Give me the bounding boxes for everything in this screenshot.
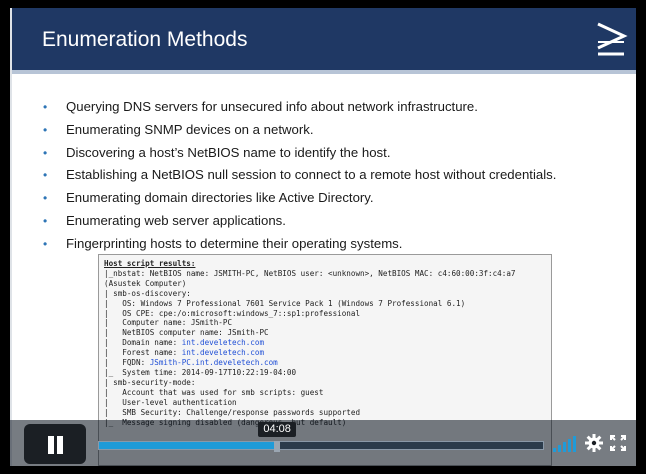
terminal-line: Host script results: [104,259,546,269]
pause-icon [48,436,54,454]
progress-fill [99,442,277,449]
terminal-text: | smb-os-discovery: [104,288,191,298]
fullscreen-icon[interactable] [610,435,626,451]
terminal-text: | OS: Windows 7 Professional 7601 Servic… [104,298,466,308]
terminal-text: | Domain name: [104,338,182,348]
terminal-line: |_ System time: 2014-09-17T10:22:19-04:0… [104,368,546,378]
bullet-dot-icon: • [43,236,48,251]
terminal-link: int.develetech.com [181,348,265,358]
bullet-text: Establishing a NetBIOS null session to c… [66,167,557,183]
bullet-item: • Enumerating domain directories like Act… [42,187,632,210]
logo-icon [597,22,628,56]
bullet-list: • Querying DNS servers for unsecured info… [42,96,632,256]
bullet-text: Fingerprinting hosts to determine their … [66,235,403,251]
bullet-dot-icon: • [43,213,48,228]
player-controls: 04:08 [10,420,636,466]
bullet-dot-icon: • [43,168,48,183]
terminal-text: | SMB Security: Challenge/response passw… [104,407,361,417]
bullet-dot-icon: • [43,122,48,137]
terminal-line: | Computer name: JSmith-PC [104,318,546,328]
terminal-text: | User-level authentication [104,397,237,407]
bullet-text: Querying DNS servers for unsecured info … [66,99,478,114]
terminal-text: |_ System time: 2014-09-17T10:22:19-04:0… [104,367,297,377]
bullet-dot-icon: • [43,191,48,206]
terminal-line: | FQDN: JSmith-PC.int.develetech.com [104,358,546,368]
slide-title: Enumeration Methods [42,28,248,51]
terminal-text: | Forest name: [104,348,182,358]
terminal-text: | Computer name: JSmith-PC [104,318,233,328]
terminal-line: | SMB Security: Challenge/response passw… [104,408,546,418]
terminal-link: int.develetech.com [181,338,265,348]
terminal-text: | NetBIOS computer name: JSmith-PC [104,328,269,338]
terminal-text: | smb-security-mode: [104,377,196,387]
bullet-text: Enumerating domain directories like Acti… [66,190,374,206]
terminal-text: | FQDN: [104,358,150,368]
terminal-text: | OS CPE: cpe:/o:microsoft:windows_7::sp… [104,308,361,318]
terminal-line: | smb-security-mode: [104,378,546,388]
terminal-line: | OS: Windows 7 Professional 7601 Servic… [104,299,546,309]
bullet-item: • Querying DNS servers for unsecured info… [42,96,632,119]
bullet-text: Discovering a host’s NetBIOS name to ide… [66,144,391,160]
terminal-line: | NetBIOS computer name: JSmith-PC [104,328,546,338]
terminal-text: Host script results: [104,259,196,268]
terminal-line: | OS CPE: cpe:/o:microsoft:windows_7::sp… [104,309,546,319]
volume-icon[interactable] [553,436,577,452]
progress-bar[interactable] [98,441,544,452]
terminal-line: | smb-os-discovery: [104,289,546,299]
terminal-text: |_nbstat: NetBIOS name: JSMITH-PC, NetBI… [104,268,516,278]
bullet-item: • Fingerprinting hosts to determine their… [42,233,632,256]
terminal-text: (Asustek Computer) [104,278,187,288]
bullet-text: Enumerating SNMP devices on a network. [66,121,314,137]
terminal-line: |_nbstat: NetBIOS name: JSMITH-PC, NetBI… [104,269,546,279]
terminal-line: | Forest name: int.develetech.com [104,348,546,358]
header-underline [12,70,636,74]
bullet-item: • Discovering a host’s NetBIOS name to id… [42,142,632,165]
bullet-text: Enumerating web server applications. [66,212,286,228]
terminal-link: JSmith-PC.int.develetech.com [149,358,278,368]
bullet-item: • Establishing a NetBIOS null session to … [42,164,632,187]
terminal-text: | Account that was used for smb scripts:… [104,387,324,397]
nmap-output-screenshot: Host script results:|_nbstat: NetBIOS na… [98,254,552,466]
bullet-dot-icon: • [43,145,48,160]
pause-button[interactable] [24,424,86,464]
pause-icon [57,436,63,454]
bullet-item: • Enumerating SNMP devices on a network. [42,119,632,142]
gear-icon[interactable] [585,434,603,452]
slide: Enumeration Methods • Querying DNS server… [10,8,636,466]
slide-header: Enumeration Methods [12,8,636,70]
bullet-dot-icon: • [43,100,48,114]
time-tooltip: 04:08 [258,422,296,437]
progress-handle[interactable] [274,441,281,452]
terminal-line: | User-level authentication [104,398,546,408]
terminal-line: | Account that was used for smb scripts:… [104,388,546,398]
terminal-line: (Asustek Computer) [104,279,546,289]
bullet-item: • Enumerating web server applications. [42,210,632,233]
terminal-line: | Domain name: int.develetech.com [104,338,546,348]
